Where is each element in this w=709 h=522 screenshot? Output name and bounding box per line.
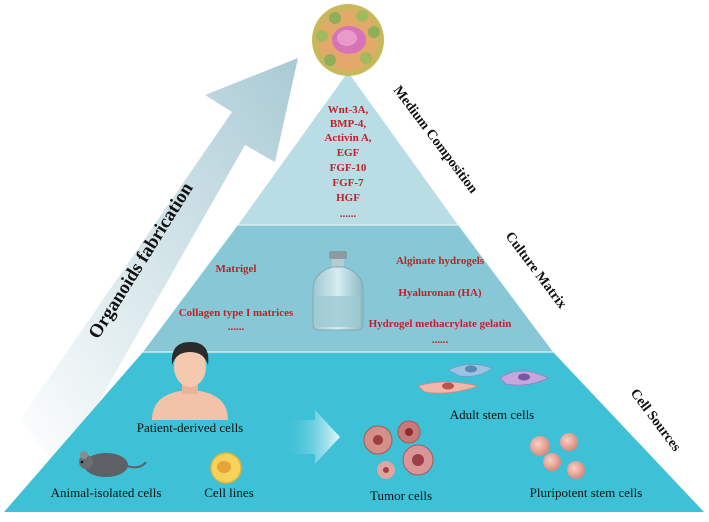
matrix-item-alginate: Alginate hydrogels — [396, 255, 485, 267]
flow-arrow-icon — [282, 410, 340, 464]
medium-list: Wnt-3A, BMP-4, Activin A, EGF FGF-10 FGF… — [324, 104, 371, 220]
mouse-icon — [79, 451, 147, 477]
adult-stem-cells-icon — [417, 364, 549, 394]
medium-item: FGF-10 — [330, 162, 367, 174]
label-adult-stem-cells: Adult stem cells — [450, 407, 535, 422]
label-pluripotent-stem-cells: Pluripotent stem cells — [530, 485, 643, 500]
patient-icon — [152, 342, 228, 420]
matrix-bottle-icon — [312, 251, 364, 331]
medium-item: HGF — [336, 192, 360, 204]
medium-item: BMP-4, — [330, 118, 367, 130]
label-animal-isolated: Animal-isolated cells — [51, 485, 162, 500]
matrix-item-more-left: ...... — [228, 321, 245, 333]
medium-item: Wnt-3A, — [328, 104, 369, 116]
organoid-icon — [312, 4, 384, 76]
matrix-item-matrigel: Matrigel — [216, 263, 257, 275]
fabrication-arrow — [20, 58, 298, 470]
matrix-item-hydrogel: Hydrogel methacrylate gelatin — [369, 318, 512, 330]
label-cell-lines: Cell lines — [204, 485, 253, 500]
pyramid-top-layer — [238, 72, 458, 225]
pluripotent-stem-cells-icon — [530, 433, 585, 479]
label-tumor-cells: Tumor cells — [370, 488, 432, 503]
medium-item: Activin A, — [324, 132, 371, 144]
matrix-item-more-right: ...... — [432, 334, 449, 346]
matrix-item-hyaluronan: Hyaluronan (HA) — [398, 287, 482, 299]
medium-item: FGF-7 — [332, 177, 364, 189]
medium-item: ...... — [340, 208, 357, 220]
cell-line-icon — [210, 452, 242, 484]
medium-item: EGF — [337, 147, 360, 159]
label-patient-derived: Patient-derived cells — [137, 420, 244, 435]
tumor-cells-icon — [363, 420, 434, 479]
matrix-item-collagen: Collagen type I matrices — [179, 307, 294, 319]
